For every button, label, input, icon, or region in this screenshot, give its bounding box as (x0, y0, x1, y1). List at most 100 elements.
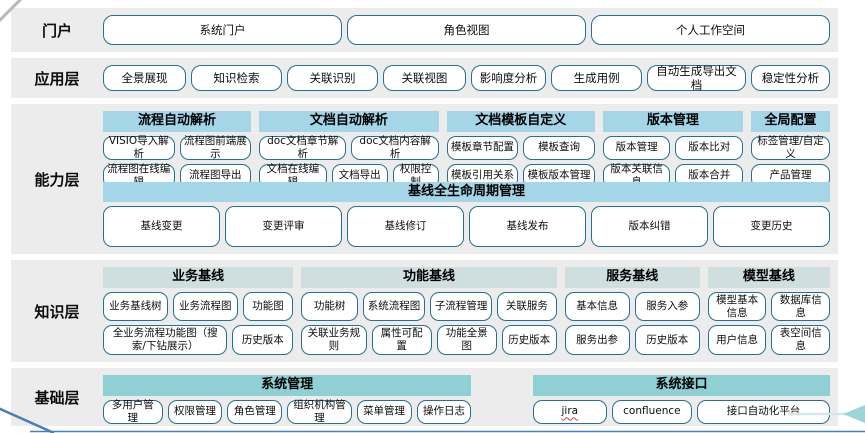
module-box-label: 数据库信息 (779, 293, 822, 319)
layer-band-application: 应用层全景展现知识检索关联识别关联视图影响度分析生成用例自动生成导出文档稳定性分… (11, 58, 838, 98)
module-box-label: 模板查询 (538, 141, 581, 154)
layer-band-knowledge: 知识层业务基线业务基线树业务流程图功能图全业务流程功能图（搜索/下钻展示）历史版… (11, 260, 838, 362)
module-box-label: 全景展现 (121, 70, 168, 85)
module-box-label: 用户信息 (716, 333, 759, 346)
module-box-label: 变更历史 (750, 220, 793, 233)
layer-label: 能力层 (34, 170, 80, 189)
module-box: 基线修订 (347, 206, 464, 247)
group-header: 版本管理 (602, 111, 744, 132)
module-box: 基线发布 (469, 206, 586, 247)
module-box-label: 变更评审 (262, 220, 305, 233)
module-box-label: 子流程管理 (434, 300, 488, 313)
module-box: 服务入参 (634, 291, 700, 322)
module-box: 表空间信息 (771, 325, 830, 356)
module-box: 生成用例 (551, 65, 643, 91)
group-capability-0: 流程自动解析VISIO导入解析流程图前端展示流程图在线编辑流程图导出 (103, 111, 252, 188)
group-header: 文档自动解析 (259, 111, 439, 132)
module-box: jira (532, 399, 607, 424)
module-box: 关联服务 (497, 291, 557, 322)
module-box: 角色管理 (227, 399, 283, 424)
module-box: 个人工作空间 (591, 15, 830, 45)
module-box-label: jira (561, 405, 579, 418)
module-box: 历史版本 (634, 325, 700, 356)
module-box: 基线变更 (103, 206, 220, 247)
module-box: 权限管理 (167, 399, 223, 424)
module-box: 模板查询 (523, 135, 595, 160)
module-box: 版本管理 (602, 135, 671, 160)
module-box-label: 知识检索 (213, 70, 260, 85)
group-capability-1: 文档自动解析doc文档章节解析doc文档内容解析文档在线编辑文档导出权限控制 (259, 111, 439, 188)
module-box-label: 功能图 (252, 300, 284, 313)
module-box-label: 组织机构管理 (293, 398, 346, 424)
group-knowledge-3: 模型基线模型基本信息数据库信息用户信息表空间信息 (707, 267, 830, 356)
module-box-label: 流程图导出 (189, 169, 242, 182)
module-box-label: 生成用例 (573, 70, 620, 85)
layer-band-capability: 能力层 流程自动解析VISIO导入解析流程图前端展示流程图在线编辑流程图导出文档自… (11, 104, 838, 254)
module-box: VISIO导入解析 (103, 134, 175, 160)
layer-label: 应用层 (34, 69, 80, 88)
module-box-label: 接口自动化平台 (726, 405, 801, 418)
module-box-label: 模板版本管理 (527, 169, 591, 182)
group-capability-2: 文档模板自定义模板章节配置 模板查询模板引用关系模板版本管理 (446, 111, 595, 188)
module-box-label: 模板引用关系 (451, 169, 515, 182)
module-box-label: 系统门户 (199, 22, 246, 37)
module-box: 功能图 (242, 291, 294, 322)
module-box: 历史版本 (232, 325, 294, 356)
module-box-label: 模型基本信息 (716, 293, 759, 319)
module-box-label: 流程图前端展示 (183, 134, 247, 160)
module-box: 系统门户 (103, 15, 342, 45)
module-box: confluence (611, 399, 693, 424)
module-box-label: 权限管理 (174, 405, 217, 418)
group-header: 系统管理 (103, 375, 472, 396)
module-box-label: 服务入参 (646, 300, 689, 313)
module-box: 变更评审 (225, 206, 342, 247)
module-box: 业务流程图 (172, 291, 238, 322)
module-box: 模型基本信息 (707, 291, 767, 322)
module-box-label: 模板章节配置 (451, 141, 515, 154)
module-box: doc文档内容解析 (351, 135, 439, 160)
module-box-label: 个人工作空间 (676, 22, 745, 37)
module-box-label: 版本纠错 (628, 220, 671, 233)
module-box-label: 多用户管理 (111, 398, 154, 424)
module-box: 稳定性分析 (750, 65, 830, 91)
module-box-label: 影响度分析 (479, 70, 538, 85)
module-box-label: 稳定性分析 (761, 70, 820, 85)
module-box-label: 基本信息 (576, 300, 619, 313)
module-box-label: 功能全景图 (445, 327, 488, 353)
group-knowledge-1: 功能基线功能树系统流程图子流程管理关联服务关联业务规则属性可配置功能全景图历史版… (301, 267, 557, 356)
module-box: 用户信息 (707, 325, 767, 356)
group-header: 系统接口 (532, 375, 830, 396)
module-box: 流程图前端展示 (179, 134, 252, 160)
group-header: 基线全生命周期管理 (103, 181, 830, 203)
module-box: 组织机构管理 (287, 398, 352, 424)
module-box: 子流程管理 (430, 291, 493, 322)
group-foundation-0: 系统管理多用户管理 权限管理角色管理组织机构管理 菜单管理 操作日志 (103, 375, 472, 424)
left-arrow-icon (843, 405, 865, 423)
module-box: 业务基线树 (103, 291, 168, 322)
module-box-label: 历史版本 (646, 333, 689, 346)
module-box: 全业务流程功能图（搜索/下钻展示） (103, 325, 228, 356)
module-box-label: 历史版本 (241, 333, 284, 346)
module-box: 角色视图 (347, 15, 586, 45)
module-box-label: 操作日志 (422, 405, 465, 418)
module-box: 版本比对 (675, 135, 744, 160)
module-box-label: 关联视图 (401, 70, 448, 85)
module-box: 关联视图 (382, 65, 466, 91)
module-box: 接口自动化平台 (697, 399, 830, 424)
module-box-label: 基线变更 (140, 220, 183, 233)
module-box: 基本信息 (564, 291, 630, 322)
module-box-label: 基线发布 (506, 220, 549, 233)
module-box: 历史版本 (501, 325, 557, 356)
module-box-label: 标签管理/自定义 (757, 134, 824, 160)
group-header: 文档模板自定义 (446, 111, 595, 132)
module-box: 功能树 (301, 291, 358, 322)
module-box: 数据库信息 (771, 291, 830, 322)
module-box: doc文档章节解析 (259, 135, 347, 160)
module-box-label: 属性可配置 (380, 327, 423, 353)
module-box-label: 关联服务 (505, 300, 548, 313)
module-box-label: 菜单管理 (363, 405, 406, 418)
module-box-label: 版本管理 (615, 141, 658, 154)
group-header: 流程自动解析 (103, 111, 252, 132)
module-box-label: VISIO导入解析 (108, 134, 169, 160)
